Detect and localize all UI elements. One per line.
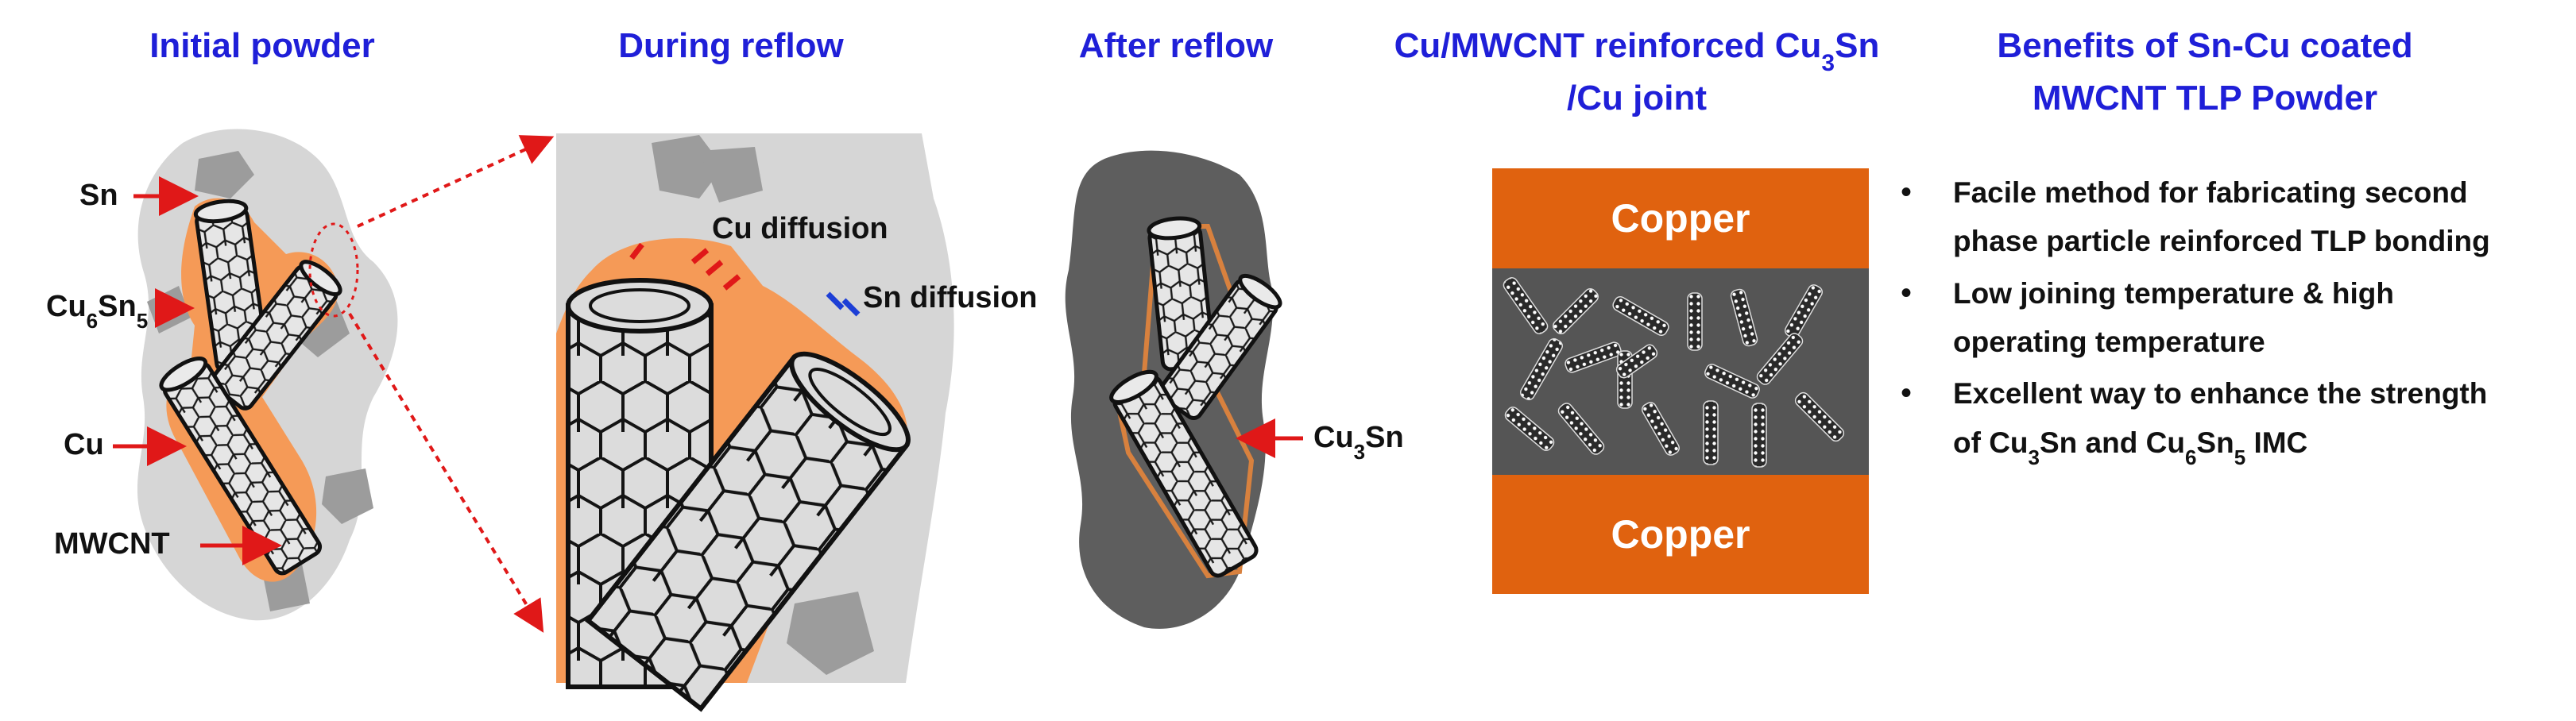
heading-initial-powder: Initial powder <box>149 26 375 65</box>
bullet-dot: • <box>1901 276 1912 310</box>
cu6sn5-particle-zoom <box>787 592 874 675</box>
cu-diffusion-arrows <box>629 242 741 291</box>
heading-joint-line1: Cu/MWCNT reinforced Cu3Sn <box>1394 26 1880 76</box>
initial-powder-panel <box>137 129 398 621</box>
label-cu6sn5: Cu6Sn5 <box>46 290 148 333</box>
mwcnt-tube <box>1147 216 1216 372</box>
label-copper-bottom: Copper <box>1611 512 1750 557</box>
benefit-1-line2: phase particle reinforced TLP bonding <box>1953 225 2490 257</box>
cu6sn5-particle <box>322 468 373 524</box>
heading-benefits-line2: MWCNT TLP Powder <box>2033 79 2377 118</box>
mwcnt-tube <box>1109 369 1259 578</box>
label-sn: Sn <box>79 179 118 212</box>
label-copper-top: Copper <box>1611 196 1750 241</box>
magnify-circle <box>308 222 359 318</box>
label-cu-diffusion: Cu diffusion <box>712 212 888 245</box>
bullet-dot: • <box>1901 175 1912 210</box>
benefit-1-line1: Facile method for fabricating second <box>1953 176 2468 209</box>
heading-joint-line2: /Cu joint <box>1567 79 1707 118</box>
sn-diffusion-arrows <box>826 291 861 317</box>
copper-top-layer <box>1492 168 1869 268</box>
bullet-dot: • <box>1901 376 1912 411</box>
zoom-arrow-bottom <box>348 312 544 633</box>
cu6sn5-particle-zoom <box>699 147 763 202</box>
label-cu: Cu <box>64 428 104 461</box>
heading-benefits-line1: Benefits of Sn-Cu coated <box>1997 26 2412 65</box>
heading-after-reflow: After reflow <box>1079 26 1274 65</box>
label-cu3sn: Cu3Sn <box>1313 421 1404 464</box>
benefit-3-line1: Excellent way to enhance the strength <box>1953 377 2487 410</box>
during-reflow-panel <box>556 133 954 712</box>
after-reflow-panel <box>1065 150 1282 629</box>
benefit-3-line2: of Cu3Sn and Cu6Sn5 IMC <box>1953 426 2307 469</box>
copper-bottom-layer <box>1492 475 1869 594</box>
label-sn-diffusion: Sn diffusion <box>863 281 1038 314</box>
benefit-2-line1: Low joining temperature & high <box>1953 277 2394 310</box>
benefits-list: • Facile method for fabricating second p… <box>1901 175 2490 469</box>
joint-panel <box>1492 168 1869 594</box>
mwcnt-tube <box>159 356 323 576</box>
cu6sn5-particle <box>195 151 254 199</box>
reinforcement-particles <box>1503 277 1845 468</box>
label-mwcnt: MWCNT <box>54 527 170 561</box>
benefit-2-line2: operating temperature <box>1953 326 2265 358</box>
zoom-arrow-top <box>357 135 555 228</box>
heading-during-reflow: During reflow <box>618 26 844 65</box>
mwcnt-tube-large <box>584 351 911 712</box>
